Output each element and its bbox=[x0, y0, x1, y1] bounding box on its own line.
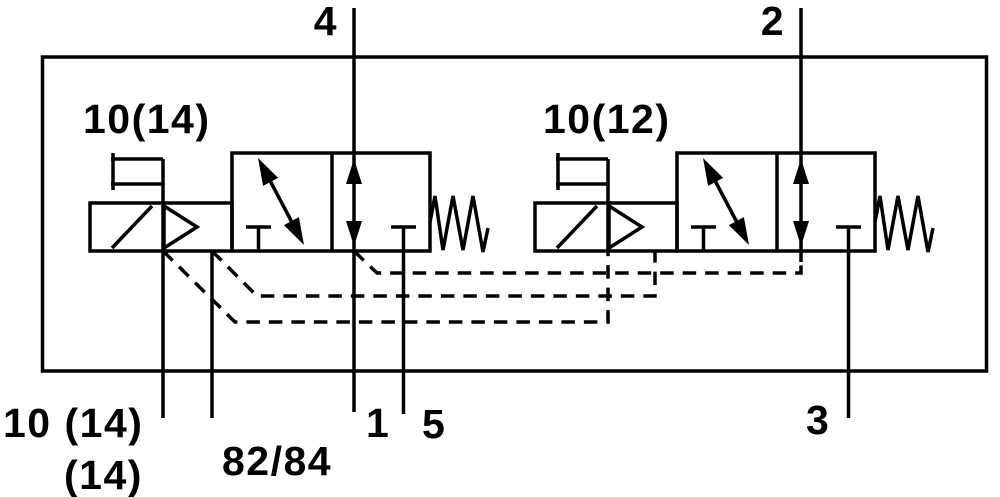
valve-right bbox=[533, 151, 935, 418]
solenoid-pilot-box-right bbox=[533, 201, 679, 253]
port-label-3: 3 bbox=[806, 397, 830, 443]
bottom-label-10-14: 10 (14) bbox=[3, 400, 143, 446]
blocked-port-right-sq1 bbox=[691, 225, 716, 251]
pilot-operator-triangle-left bbox=[162, 202, 201, 252]
return-spring-left bbox=[428, 195, 490, 253]
arrowhead-up-right-valve bbox=[703, 158, 724, 186]
valve-left bbox=[88, 151, 490, 418]
pilot-control-line-upper bbox=[352, 249, 803, 275]
port-label-4: 4 bbox=[314, 0, 338, 44]
port-label-5: 5 bbox=[422, 401, 446, 447]
port-label-2: 2 bbox=[761, 0, 785, 44]
pilot-label-left: 10(14) bbox=[83, 96, 211, 142]
arrowhead-up-left-valve bbox=[258, 158, 279, 186]
flow-arrow-diagonal-left bbox=[264, 172, 298, 231]
pilot-label-right: 10(12) bbox=[543, 96, 671, 142]
arrowhead-up-port4 bbox=[346, 159, 362, 184]
pilot-port-symbol-left bbox=[111, 153, 163, 190]
arrowhead-down-right-valve bbox=[728, 217, 749, 245]
solenoid-pilot-box-left bbox=[88, 201, 234, 253]
pilot-control-line-lower bbox=[161, 249, 610, 324]
blocked-port-left-sq1 bbox=[246, 225, 271, 251]
return-spring-right bbox=[873, 195, 935, 253]
solenoid-coil-diagonal-left bbox=[110, 204, 154, 250]
arrowhead-down-left-valve bbox=[283, 217, 304, 245]
pilot-control-line-middle bbox=[210, 249, 657, 298]
solenoid-coil-diagonal-right bbox=[555, 204, 599, 250]
circuit-boundary-box bbox=[40, 55, 989, 373]
arrowhead-down-port4 bbox=[346, 221, 362, 246]
bottom-label-14: (14) bbox=[64, 452, 143, 497]
blocked-port-5-left bbox=[391, 225, 416, 414]
blocked-port-3-right bbox=[836, 225, 861, 418]
arrowhead-up-port2 bbox=[793, 159, 809, 184]
port-label-1: 1 bbox=[366, 400, 390, 446]
pilot-port-symbol-right bbox=[556, 153, 608, 190]
bottom-label-82-84: 82/84 bbox=[222, 438, 332, 484]
flow-arrow-diagonal-right bbox=[709, 172, 743, 231]
arrowhead-down-port2 bbox=[793, 221, 809, 246]
pilot-operator-triangle-right bbox=[607, 202, 646, 252]
